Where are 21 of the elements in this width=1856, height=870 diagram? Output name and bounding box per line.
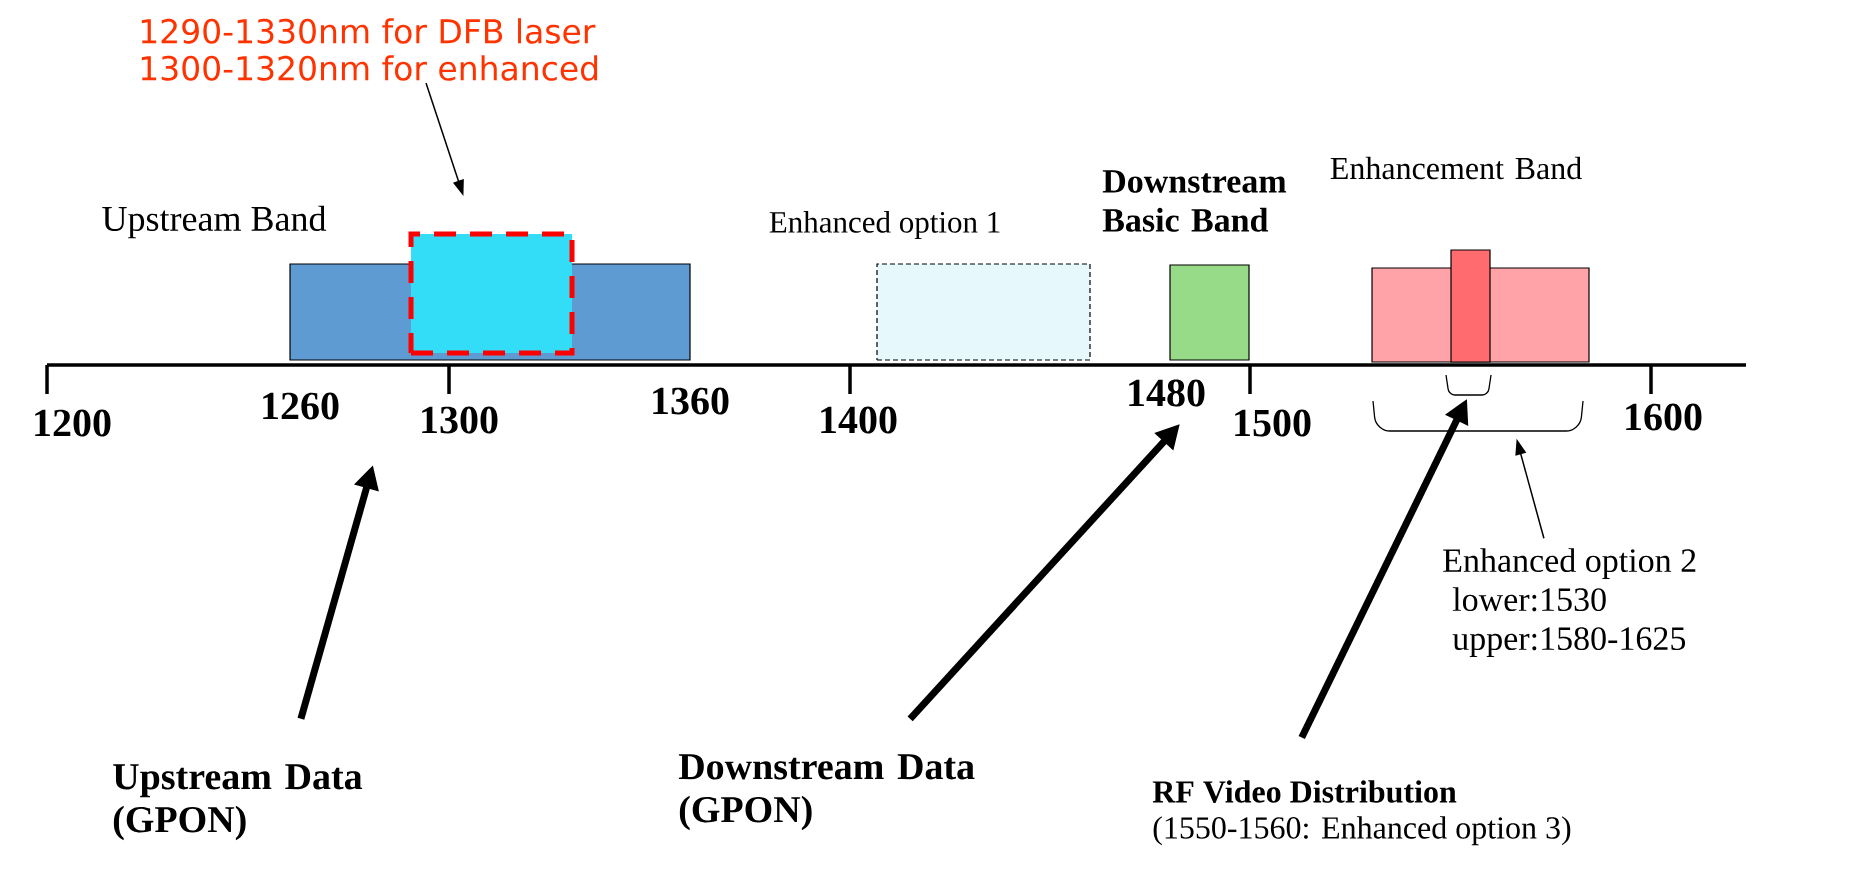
- tick-label: 1400: [821, 406, 897, 434]
- bracket: [1445, 374, 1492, 396]
- tick-label: 1200: [35, 409, 111, 437]
- tick-label: 1500: [1235, 409, 1311, 437]
- tick-label: 1300: [422, 406, 498, 434]
- band-box: [408, 231, 575, 356]
- band-label: Downstream Basic Band: [1102, 170, 1287, 232]
- caption-text: Downstream Data (GPON): [678, 754, 975, 831]
- tick-label: 1480: [1129, 379, 1205, 407]
- band-label: Upstream Band: [102, 205, 327, 239]
- bracket: [1372, 400, 1584, 432]
- callout-text: Enhanced option 2 lower:1530 upper:1580-1625: [1443, 548, 1696, 658]
- band-bar: [1450, 249, 1491, 363]
- note-text: 1290-1330nm for DFB laser 1300-1320nm for enhanced: [141, 18, 598, 81]
- caption-text: RF Video Distribution (1550-1560: Enhanced option 3): [1152, 780, 1571, 846]
- band-label: Enhancement Band: [1330, 156, 1582, 180]
- band-label: Enhanced option 1: [769, 210, 1000, 240]
- tick-label: 1360: [653, 387, 729, 415]
- tick-label: 1600: [1626, 403, 1702, 431]
- tick-label: 1260: [263, 392, 339, 420]
- caption-text: Upstream Data (GPON): [113, 764, 363, 841]
